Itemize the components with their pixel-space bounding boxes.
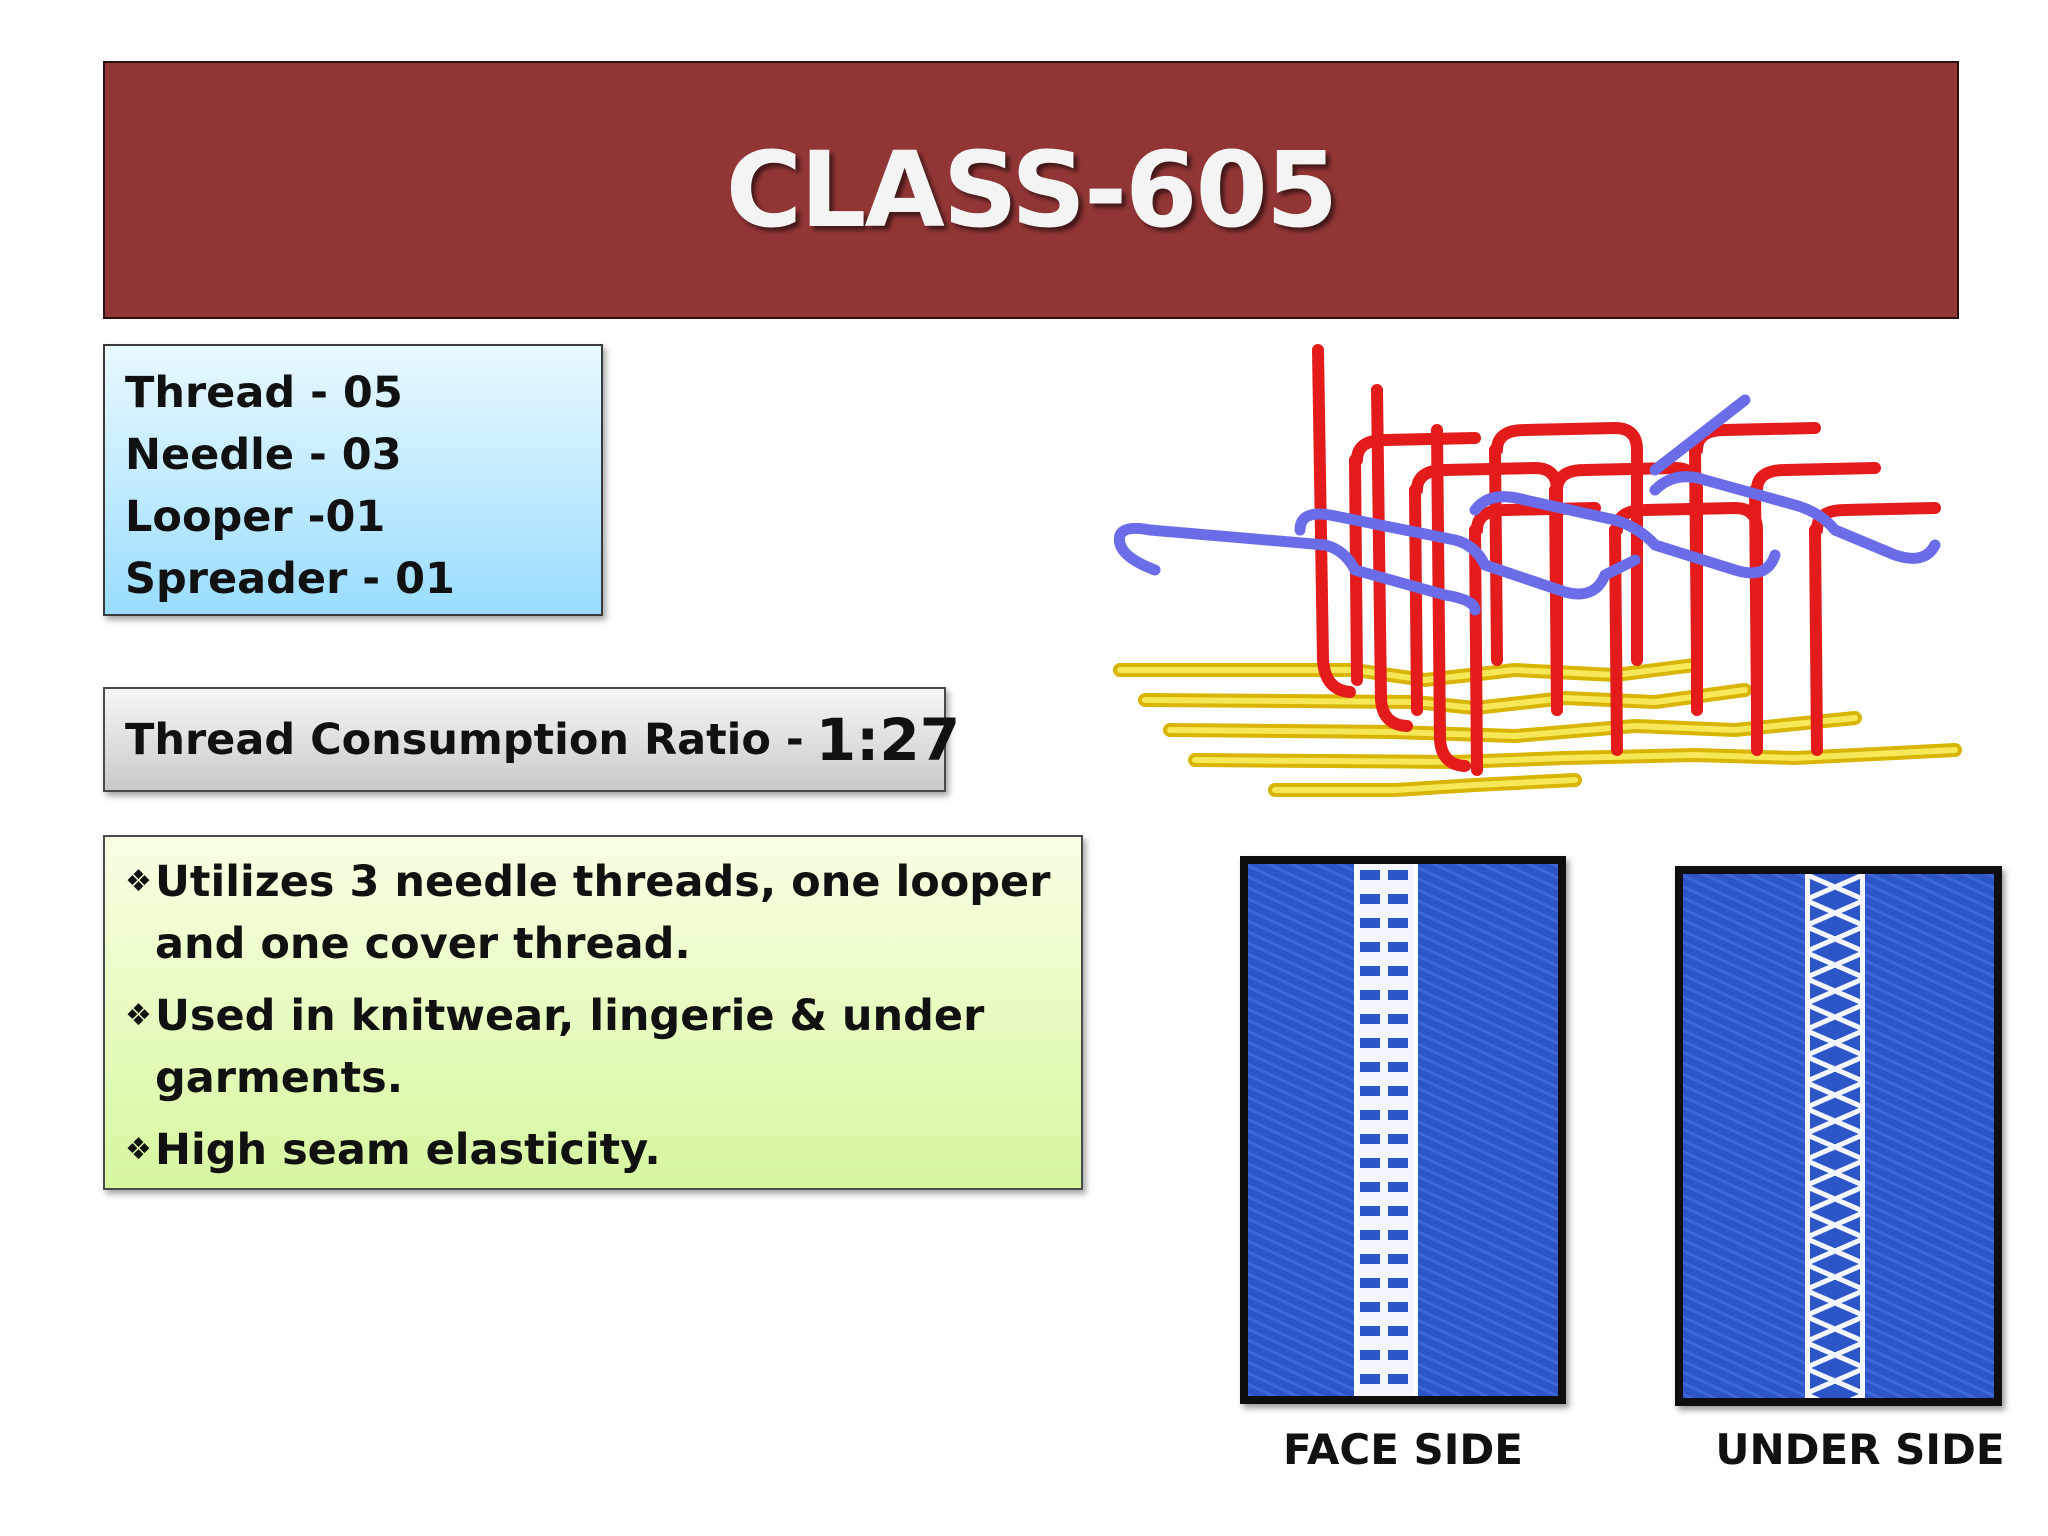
feature-item: ❖ High seam elasticity. [125,1119,1071,1181]
diamond-bullet-icon: ❖ [125,998,152,1033]
needle-thread-3 [1431,424,1471,772]
needle-thread-12 [1469,502,1601,776]
spec-needle: Needle - 03 [125,430,402,480]
spec-box: Thread - 05 Needle - 03 Looper -01 Sprea… [103,344,603,616]
stitch-diagram [1113,344,1962,797]
needle-thread-6 [1489,422,1643,666]
feature-item: ❖ Utilizes 3 needle threads, one looper … [125,851,1071,975]
spec-spreader: Spreader - 01 [125,554,455,604]
ratio-value: 1:27 [815,705,961,774]
title-banner: CLASS-605 [103,61,1959,319]
needle-thread-10 [1749,462,1881,716]
under-side-fabric-image [1683,874,1994,1398]
spec-looper: Looper -01 [125,492,386,542]
feature-text: Used in knitwear, lingerie & under garme… [155,991,985,1103]
feature-text: Utilizes 3 needle threads, one looper an… [155,857,1051,969]
under-side-caption: UNDER SIDE [1715,1425,2005,1474]
face-side-caption: FACE SIDE [1283,1425,1523,1474]
feature-item: ❖ Used in knitwear, lingerie & under gar… [125,985,1071,1109]
slide-title: CLASS-605 [725,129,1338,251]
feature-text: High seam elasticity. [155,1125,661,1175]
diamond-bullet-icon: ❖ [125,864,152,899]
face-side-fabric-image [1248,864,1558,1396]
needle-thread-1 [1312,344,1356,698]
diamond-bullet-icon: ❖ [125,1132,152,1167]
looper-threads [1113,658,1962,797]
ratio-label: Thread Consumption Ratio - [125,714,804,765]
spec-thread: Thread - 05 [125,368,403,418]
cover-thread [1113,394,1941,616]
features-box: ❖ Utilizes 3 needle threads, one looper … [103,835,1083,1190]
needle-thread-2 [1371,384,1413,732]
ratio-box: Thread Consumption Ratio - 1:27 [103,687,960,792]
under-side-swatch [1675,866,2002,1406]
face-side-swatch [1240,856,1566,1404]
